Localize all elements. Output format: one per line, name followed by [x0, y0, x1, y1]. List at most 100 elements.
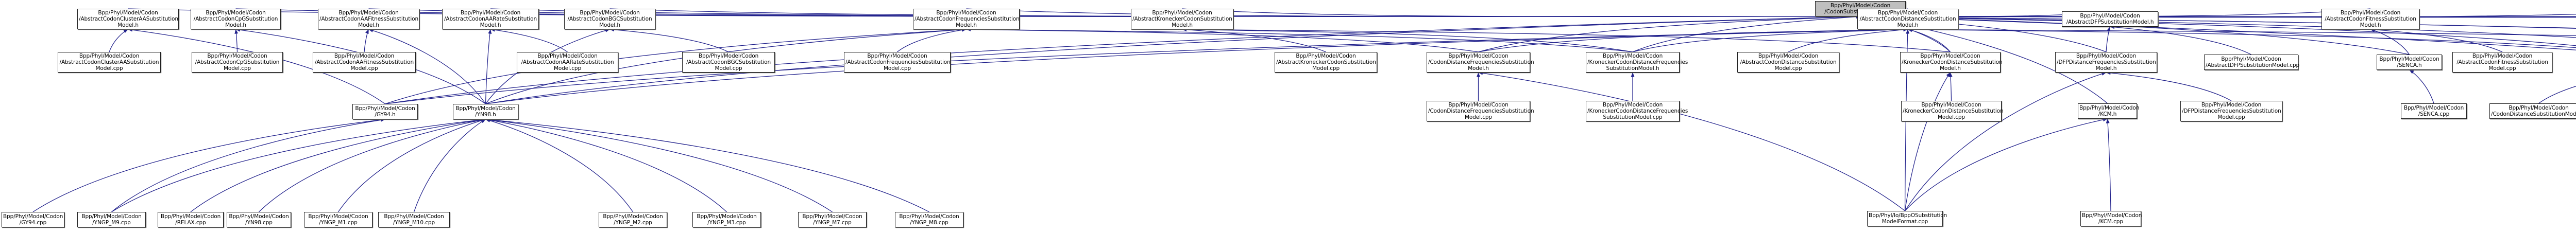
graph-edge [190, 118, 486, 212]
graph-node-label: Bpp/Phyl/Model/Codon /KroneckerCodonDist… [1902, 52, 2003, 72]
graph-edge [1182, 27, 1951, 52]
graph-node[interactable]: Bpp/Phyl/Model/Codon /YNGP_M3.cpp [692, 212, 761, 227]
graph-node[interactable]: Bpp/Phyl/Model/Codon /KCM.h [2078, 103, 2140, 119]
graph-node-label: Bpp/Phyl/Model/Codon /YNGP_M1.cpp [308, 213, 368, 226]
graph-node-label: Bpp/Phyl/Model/Codon /AbstractCodonFitne… [2325, 9, 2416, 29]
graph-edge [1860, 14, 2576, 19]
graph-node[interactable]: Bpp/Phyl/Model/Codon /AbstractCodonClust… [77, 9, 179, 29]
graph-node[interactable]: Bpp/Phyl/Model/Codon /AbstractDFPSubstit… [2062, 11, 2158, 27]
graph-node[interactable]: Bpp/Phyl/Model/Codon /RELAX.cpp [158, 212, 224, 227]
graph-node-label: Bpp/Phyl/Io/BppOSubstitution ModelFormat… [1869, 212, 1947, 225]
graph-node[interactable]: Bpp/Phyl/Model/Codon /KroneckerCodonDist… [1900, 52, 2003, 73]
graph-edge [109, 29, 128, 52]
graph-edge [966, 27, 1479, 52]
graph-edge [1905, 118, 2108, 211]
graph-node-label: Bpp/Phyl/Model/Codon /AbstractCodonFrequ… [845, 52, 951, 72]
graph-node[interactable]: Bpp/Phyl/Model/Codon /AbstractCodonAARat… [442, 9, 539, 29]
graph-node[interactable]: Bpp/Phyl/Model/Codon /YNGP_M10.cpp [378, 212, 450, 227]
graph-node[interactable]: Bpp/Phyl/Model/Codon /KroneckerCodonDist… [1586, 52, 1688, 73]
graph-node-label: Bpp/Phyl/Model/Codon /YNGP_M9.cpp [81, 213, 142, 226]
graph-node[interactable]: Bpp/Phyl/Model/Codon /AbstractCodonBGCSu… [564, 9, 655, 29]
graph-node[interactable]: Bpp/Phyl/Model/Codon /KroneckerCodonDist… [1901, 101, 2004, 121]
graph-node-label: Bpp/Phyl/Model/Codon /AbstractCodonDista… [1859, 9, 1956, 29]
graph-node-label: Bpp/Phyl/Model/Codon /AbstractCodonAAFit… [319, 9, 419, 29]
graph-node-label: Bpp/Phyl/Model/Codon /AbstractCodonFitne… [2456, 52, 2548, 72]
graph-node-label: Bpp/Phyl/Model/Codon /AbstractKroneckerC… [1276, 52, 1376, 72]
graph-node[interactable]: Bpp/Phyl/Model/Codon /SENCA.cpp [2401, 103, 2467, 119]
graph-node-label: Bpp/Phyl/Model/Codon /CodonDistanceSubst… [2491, 104, 2576, 117]
graph-node[interactable]: Bpp/Phyl/Model/Codon /CodonDistanceSubst… [2489, 103, 2576, 119]
graph-edge [485, 118, 833, 212]
graph-node-label: Bpp/Phyl/Model/Codon /AbstractCodonClust… [59, 52, 159, 72]
graph-node[interactable]: Bpp/Phyl/Model/Codon /AbstractCodonAAFit… [313, 52, 416, 73]
graph-node[interactable]: Bpp/Phyl/Model/Codon /AbstractCodonDista… [1737, 52, 1839, 73]
graph-edge [1182, 28, 1326, 52]
graph-node-label: Bpp/Phyl/Model/Codon /AbstractDFPSubstit… [2206, 56, 2300, 68]
graph-node[interactable]: Bpp/Phyl/Model/Codon /YNGP_M2.cpp [599, 212, 667, 227]
graph-node-label: Bpp/Phyl/Model/Codon /AbstractCodonDista… [1740, 52, 1837, 72]
graph-node[interactable]: Bpp/Phyl/Model/Codon /AbstractCodonFitne… [2452, 52, 2552, 73]
graph-edge [1632, 27, 1908, 52]
graph-edge [1860, 14, 2576, 29]
graph-node-label: Bpp/Phyl/Model/Codon /YNGP_M10.cpp [384, 213, 444, 226]
graph-edge [2409, 69, 2434, 104]
graph-node-label: Bpp/Phyl/Model/Codon /KroneckerCodonDist… [1587, 52, 1688, 72]
graph-edge [966, 8, 1861, 19]
graph-node-label: Bpp/Phyl/Model/Codon /YNGP_M2.cpp [603, 213, 663, 226]
graph-edge [1907, 27, 2576, 36]
graph-node[interactable]: Bpp/Phyl/Model/Codon /AbstractKroneckerC… [1131, 9, 1233, 29]
graph-node[interactable]: Bpp/Phyl/Model/Codon /AbstractCodonFrequ… [844, 52, 951, 73]
graph-node[interactable]: Bpp/Phyl/Model/Codon /AbstractCodonCpGSu… [191, 9, 281, 29]
graph-edge [485, 118, 929, 212]
graph-node-label: Bpp/Phyl/Model/Codon /KCM.h [2079, 104, 2140, 117]
graph-node[interactable]: Bpp/Phyl/Model/Codon /DFPDistanceFrequen… [2055, 52, 2157, 73]
graph-edge [897, 28, 967, 52]
graph-node[interactable]: Bpp/Phyl/Model/Codon /YNGP_M7.cpp [798, 212, 867, 227]
graph-node-label: Bpp/Phyl/Model/Codon /GY94.cpp [3, 213, 63, 226]
graph-node[interactable]: Bpp/Phyl/Model/Codon /YN98.cpp [227, 212, 291, 227]
graph-node-label: Bpp/Phyl/Model/Codon /KCM.cpp [2082, 212, 2142, 225]
graph-node[interactable]: Bpp/Phyl/Model/Codon /DFPDistanceFrequen… [2180, 101, 2282, 121]
graph-node[interactable]: Bpp/Phyl/Model/Codon /KCM.cpp [2080, 211, 2142, 226]
graph-node[interactable]: Bpp/Phyl/Io/BppOSubstitution ModelFormat… [1867, 211, 1947, 226]
graph-node[interactable]: Bpp/Phyl/Model/Codon /YNGP_M9.cpp [77, 212, 146, 227]
graph-node[interactable]: Bpp/Phyl/Model/Codon /YN98.h [453, 104, 518, 119]
graph-node[interactable]: Bpp/Phyl/Model/Codon /SENCA.h [2377, 55, 2442, 70]
graph-node[interactable]: Bpp/Phyl/Model/Codon /AbstractCodonFitne… [2321, 9, 2419, 29]
graph-node[interactable]: Bpp/Phyl/Model/Codon /YNGP_M8.cpp [895, 212, 963, 227]
graph-edge [1478, 71, 1905, 211]
graph-node[interactable]: Bpp/Phyl/Model/Codon /AbstractCodonAAFit… [318, 9, 419, 29]
graph-node[interactable]: Bpp/Phyl/Model/Codon /CodonDistanceFrequ… [1427, 52, 1534, 73]
graph-edge [1182, 27, 1633, 52]
graph-edge [1907, 28, 1951, 52]
graph-node-label: Bpp/Phyl/Model/Codon /YN98.cpp [229, 213, 289, 226]
graph-edge [2538, 86, 2576, 104]
graph-node[interactable]: Bpp/Phyl/Model/Codon /YNGP_M1.cpp [304, 212, 372, 227]
graph-node-label: Bpp/Phyl/Model/Codon /DFPDistanceFrequen… [2182, 101, 2281, 121]
graph-node-label: Bpp/Phyl/Model/Codon /CodonDistanceFrequ… [1428, 52, 1534, 72]
graph-node[interactable]: Bpp/Phyl/Model/Codon /KroneckerCodonDist… [1586, 101, 1688, 121]
graph-node[interactable]: Bpp/Phyl/Model/Codon /AbstractCodonClust… [58, 52, 161, 73]
graph-node[interactable]: Bpp/Phyl/Model/Codon /AbstractCodonDista… [1857, 9, 1958, 29]
graph-node[interactable]: Bpp/Phyl/Model/Codon /AbstractCodonBGCSu… [682, 52, 775, 73]
graph-node-label: Bpp/Phyl/Model/Codon /AbstractCodonCpGSu… [195, 52, 280, 72]
graph-node[interactable]: Bpp/Phyl/Model/Codon /AbstractKroneckerC… [1275, 52, 1377, 73]
graph-node[interactable]: Bpp/Phyl/Model/Codon /GY94.h [352, 104, 418, 119]
graph-edge [32, 118, 385, 212]
graph-node[interactable]: Bpp/Phyl/Model/Codon /GY94.cpp [2, 212, 64, 227]
graph-node[interactable]: Bpp/Phyl/Model/Codon /CodonDistanceFrequ… [1427, 101, 1534, 121]
graph-node-label: Bpp/Phyl/Model/Codon /AbstractCodonBGCSu… [686, 52, 771, 72]
graph-node[interactable]: Bpp/Phyl/Model/Codon /AbstractCodonAARat… [517, 52, 618, 73]
graph-node-label: Bpp/Phyl/Model/Codon /AbstractCodonAARat… [521, 52, 614, 72]
graph-edge [111, 118, 486, 212]
graph-node[interactable]: Bpp/Phyl/Model/Codon /AbstractDFPSubstit… [2204, 55, 2300, 70]
graph-edge [1907, 27, 2576, 48]
graph-node-label: Bpp/Phyl/Model/Codon /KroneckerCodonDist… [1903, 101, 2004, 121]
graph-node[interactable]: Bpp/Phyl/Model/Codon /AbstractCodonFrequ… [913, 9, 1020, 29]
graph-node-label: Bpp/Phyl/Model/Codon /AbstractCodonBGCSu… [567, 9, 652, 29]
graph-node[interactable]: Bpp/Phyl/Model/Codon /AbstractCodonCpGSu… [192, 52, 283, 73]
graph-node-label: Bpp/Phyl/Model/Codon /AbstractCodonAARat… [444, 9, 537, 29]
graph-node-label: Bpp/Phyl/Model/Codon /AbstractCodonFrequ… [914, 9, 1020, 29]
graph-edge [2110, 25, 2251, 55]
